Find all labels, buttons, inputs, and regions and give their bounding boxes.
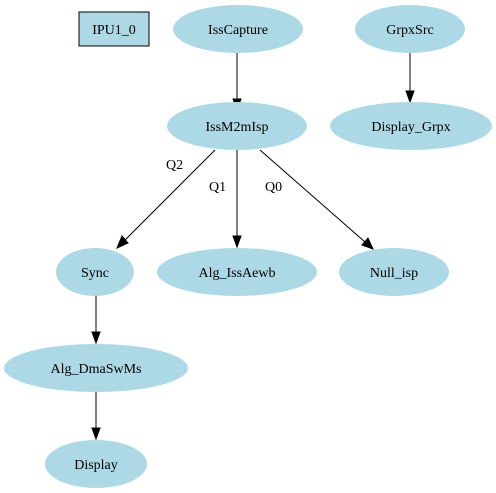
node-label: IPU1_0 <box>92 23 136 38</box>
nodes: IPU1_0 IssCapture GrpxSrc IssM2mIsp Disp… <box>4 5 492 488</box>
node-isscapture[interactable]: IssCapture <box>173 5 303 53</box>
node-label: Display <box>74 458 118 473</box>
node-alg-issaewb[interactable]: Alg_IssAewb <box>157 248 317 296</box>
node-label: Null_isp <box>370 266 418 281</box>
edge-label-q1: Q1 <box>209 180 226 195</box>
edge-issm2misp-alg-issaewb <box>232 150 242 249</box>
node-label: IssCapture <box>208 23 268 38</box>
edge-label-q0: Q0 <box>265 180 282 195</box>
node-label: Sync <box>81 266 109 281</box>
edge-labels: Q2 Q1 Q0 <box>166 158 282 195</box>
edge-sync-alg-dmaswms <box>91 295 101 345</box>
node-ipu1-0[interactable]: IPU1_0 <box>78 11 150 47</box>
node-label: Display_Grpx <box>371 120 450 135</box>
edges <box>91 53 415 441</box>
edge-alg-dmaswms-display <box>91 392 101 441</box>
node-alg-dmaswms[interactable]: Alg_DmaSwMs <box>4 344 188 392</box>
node-grpxsrc[interactable]: GrpxSrc <box>355 5 465 53</box>
edge-isscapture-issm2misp <box>232 53 242 112</box>
node-label: IssM2mIsp <box>205 120 268 135</box>
node-label: GrpxSrc <box>386 23 433 38</box>
edge-grpxsrc-display-grpx <box>405 53 415 104</box>
edge-issm2misp-null-isp <box>259 149 374 250</box>
edge-issm2misp-sync <box>116 149 216 249</box>
edge-label-q2: Q2 <box>166 158 183 173</box>
node-label: Alg_IssAewb <box>199 266 276 281</box>
node-display[interactable]: Display <box>45 440 147 488</box>
node-sync[interactable]: Sync <box>56 248 134 296</box>
node-display-grpx[interactable]: Display_Grpx <box>330 102 492 150</box>
node-null-isp[interactable]: Null_isp <box>339 248 449 296</box>
node-issm2misp[interactable]: IssM2mIsp <box>167 102 307 150</box>
node-label: Alg_DmaSwMs <box>50 362 141 377</box>
